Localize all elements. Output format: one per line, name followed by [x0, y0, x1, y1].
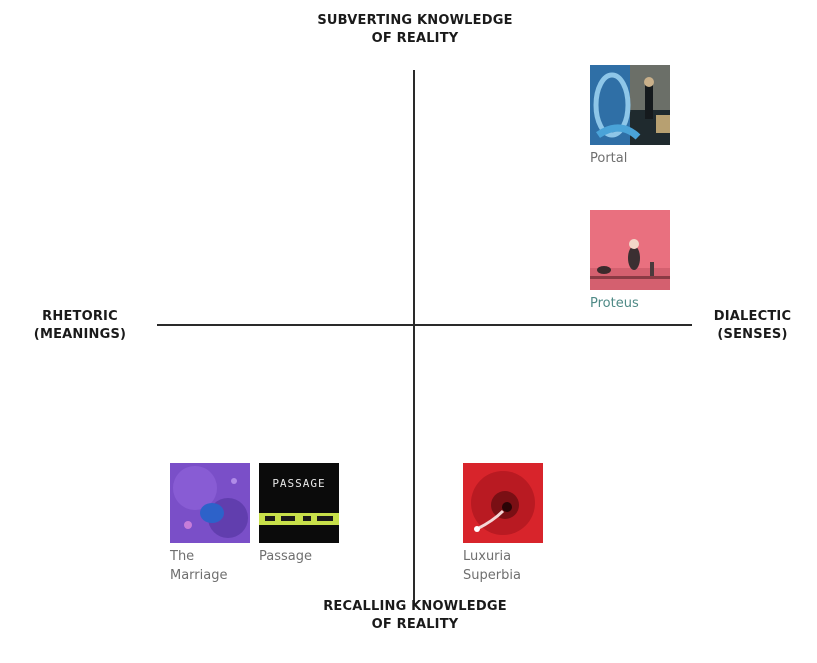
pole-top-line-2: OF REALITY [371, 31, 459, 46]
pole-top-line-1: SUBVERTING KNOWLEDGE [317, 13, 513, 28]
artwork-proteus[interactable]: Proteus [590, 210, 700, 313]
luxuria-superbia-title: Luxuria Superbia [463, 549, 521, 583]
pole-right-line-1: DIALECTIC [713, 309, 792, 324]
pole-left-line-2: (MEANINGS) [33, 327, 127, 342]
the-marriage-title: The Marriage [170, 549, 228, 583]
portal-thumbnail[interactable] [590, 65, 670, 145]
pole-bottom-label: RECALLING KNOWLEDGE OF REALITY [260, 598, 570, 634]
artwork-luxuria-superbia[interactable]: Luxuria Superbia [463, 463, 573, 585]
pole-left-line-1: RHETORIC [42, 309, 118, 324]
the-marriage-thumbnail[interactable] [170, 463, 250, 543]
artwork-portal[interactable]: Portal [590, 65, 700, 168]
artwork-the-marriage[interactable]: The Marriage [170, 463, 280, 585]
proteus-thumbnail[interactable] [590, 210, 670, 290]
horizontal-axis [157, 324, 692, 326]
pole-right-line-2: (SENSES) [717, 327, 788, 342]
passage-thumbnail[interactable]: PASSAGE [259, 463, 339, 543]
artwork-passage[interactable]: PASSAGE Passage [259, 463, 369, 566]
luxuria-superbia-thumbnail[interactable] [463, 463, 543, 543]
pole-bottom-line-2: OF REALITY [371, 617, 459, 632]
pole-top-label: SUBVERTING KNOWLEDGE OF REALITY [260, 12, 570, 48]
proteus-title: Proteus [590, 296, 639, 311]
passage-title: Passage [259, 549, 312, 564]
pole-bottom-line-1: RECALLING KNOWLEDGE [323, 599, 507, 614]
pole-right-label: DIALECTIC (SENSES) [690, 308, 815, 344]
passage-thumbnail-text: PASSAGE [272, 477, 325, 490]
portal-title: Portal [590, 151, 628, 166]
pole-left-label: RHETORIC (MEANINGS) [10, 308, 150, 344]
vertical-axis [413, 70, 415, 605]
